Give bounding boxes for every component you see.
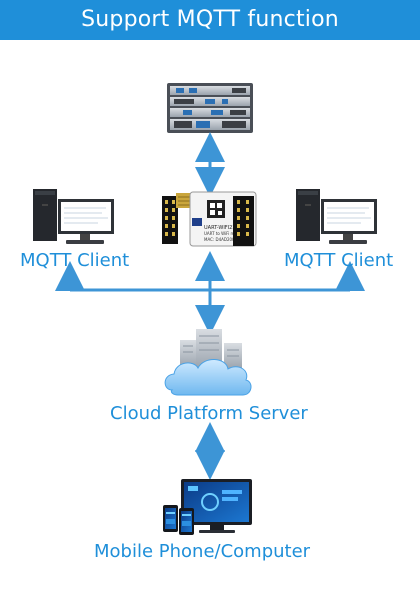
left-computer-icon xyxy=(33,189,114,244)
left-mqtt-client-label: MQTT Client xyxy=(20,250,130,271)
title-banner: Support MQTT function xyxy=(0,0,420,40)
page-title: Support MQTT function xyxy=(81,7,339,32)
phone-computer-icon xyxy=(163,479,252,535)
module-label-line3: MAC: D4AD20098A7C xyxy=(204,237,248,242)
cloud-platform-server-label: Cloud Platform Server xyxy=(110,403,308,424)
module-label-line1: UART-WIFI232-B2 xyxy=(204,225,247,231)
server-rack-icon xyxy=(167,83,253,133)
cloud-server-icon xyxy=(164,329,252,396)
wifi-module-icon: UART-WIFI232-B2 UART to WiFi module MAC:… xyxy=(162,191,257,247)
mqtt-bus-connector xyxy=(55,251,365,335)
right-mqtt-client-label: MQTT Client xyxy=(284,250,394,271)
mobile-phone-computer-label: Mobile Phone/Computer xyxy=(94,541,311,562)
module-label-line2: UART to WiFi module xyxy=(204,231,246,236)
right-computer-icon xyxy=(296,189,377,244)
